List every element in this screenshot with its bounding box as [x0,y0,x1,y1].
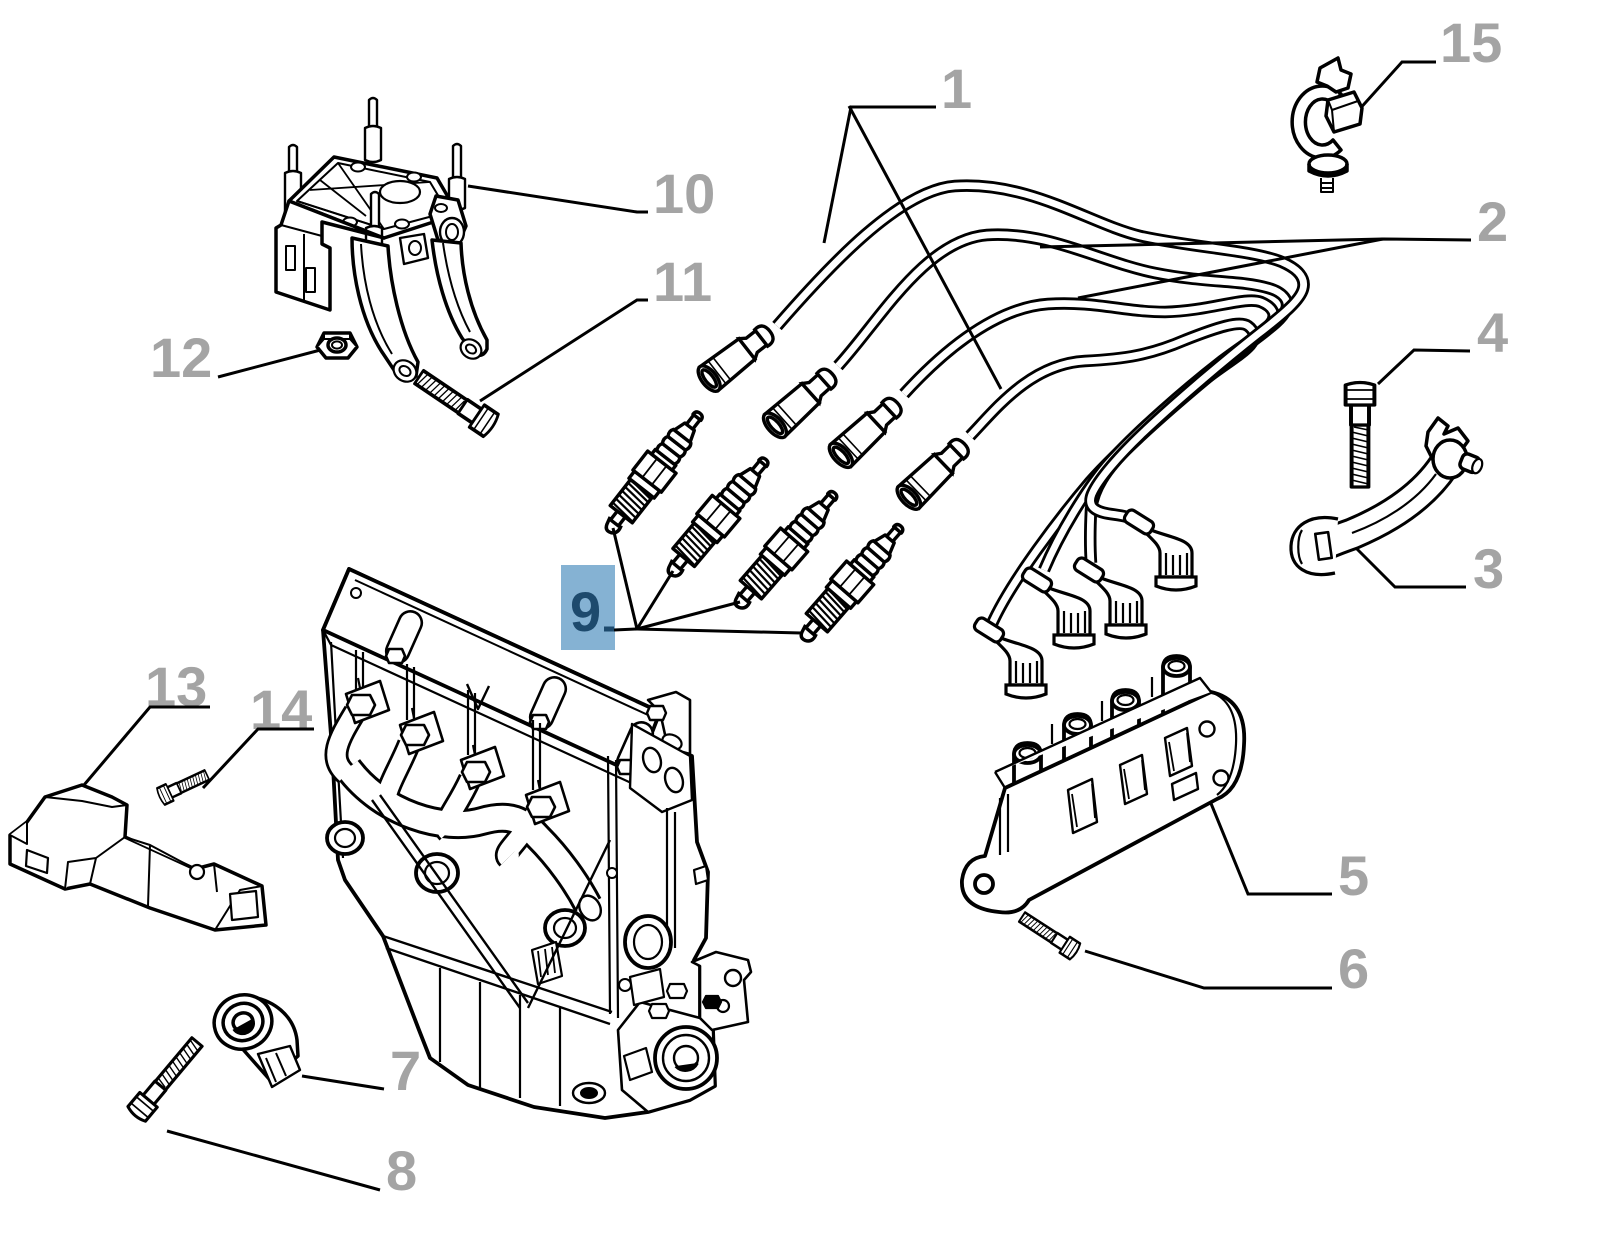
svg-text:8: 8 [386,1139,417,1202]
svg-text:9: 9 [570,580,601,643]
svg-text:6: 6 [1338,937,1369,1000]
svg-text:13: 13 [145,655,207,718]
svg-text:14: 14 [250,678,312,741]
svg-text:12: 12 [150,326,212,389]
svg-text:3: 3 [1473,537,1504,600]
svg-text:5: 5 [1338,844,1369,907]
svg-text:2: 2 [1477,190,1508,253]
svg-text:1: 1 [941,57,972,120]
svg-text:7: 7 [390,1039,421,1102]
svg-text:15: 15 [1440,11,1502,74]
svg-text:10: 10 [653,162,715,225]
svg-text:11: 11 [653,250,712,313]
svg-text:4: 4 [1477,301,1508,364]
